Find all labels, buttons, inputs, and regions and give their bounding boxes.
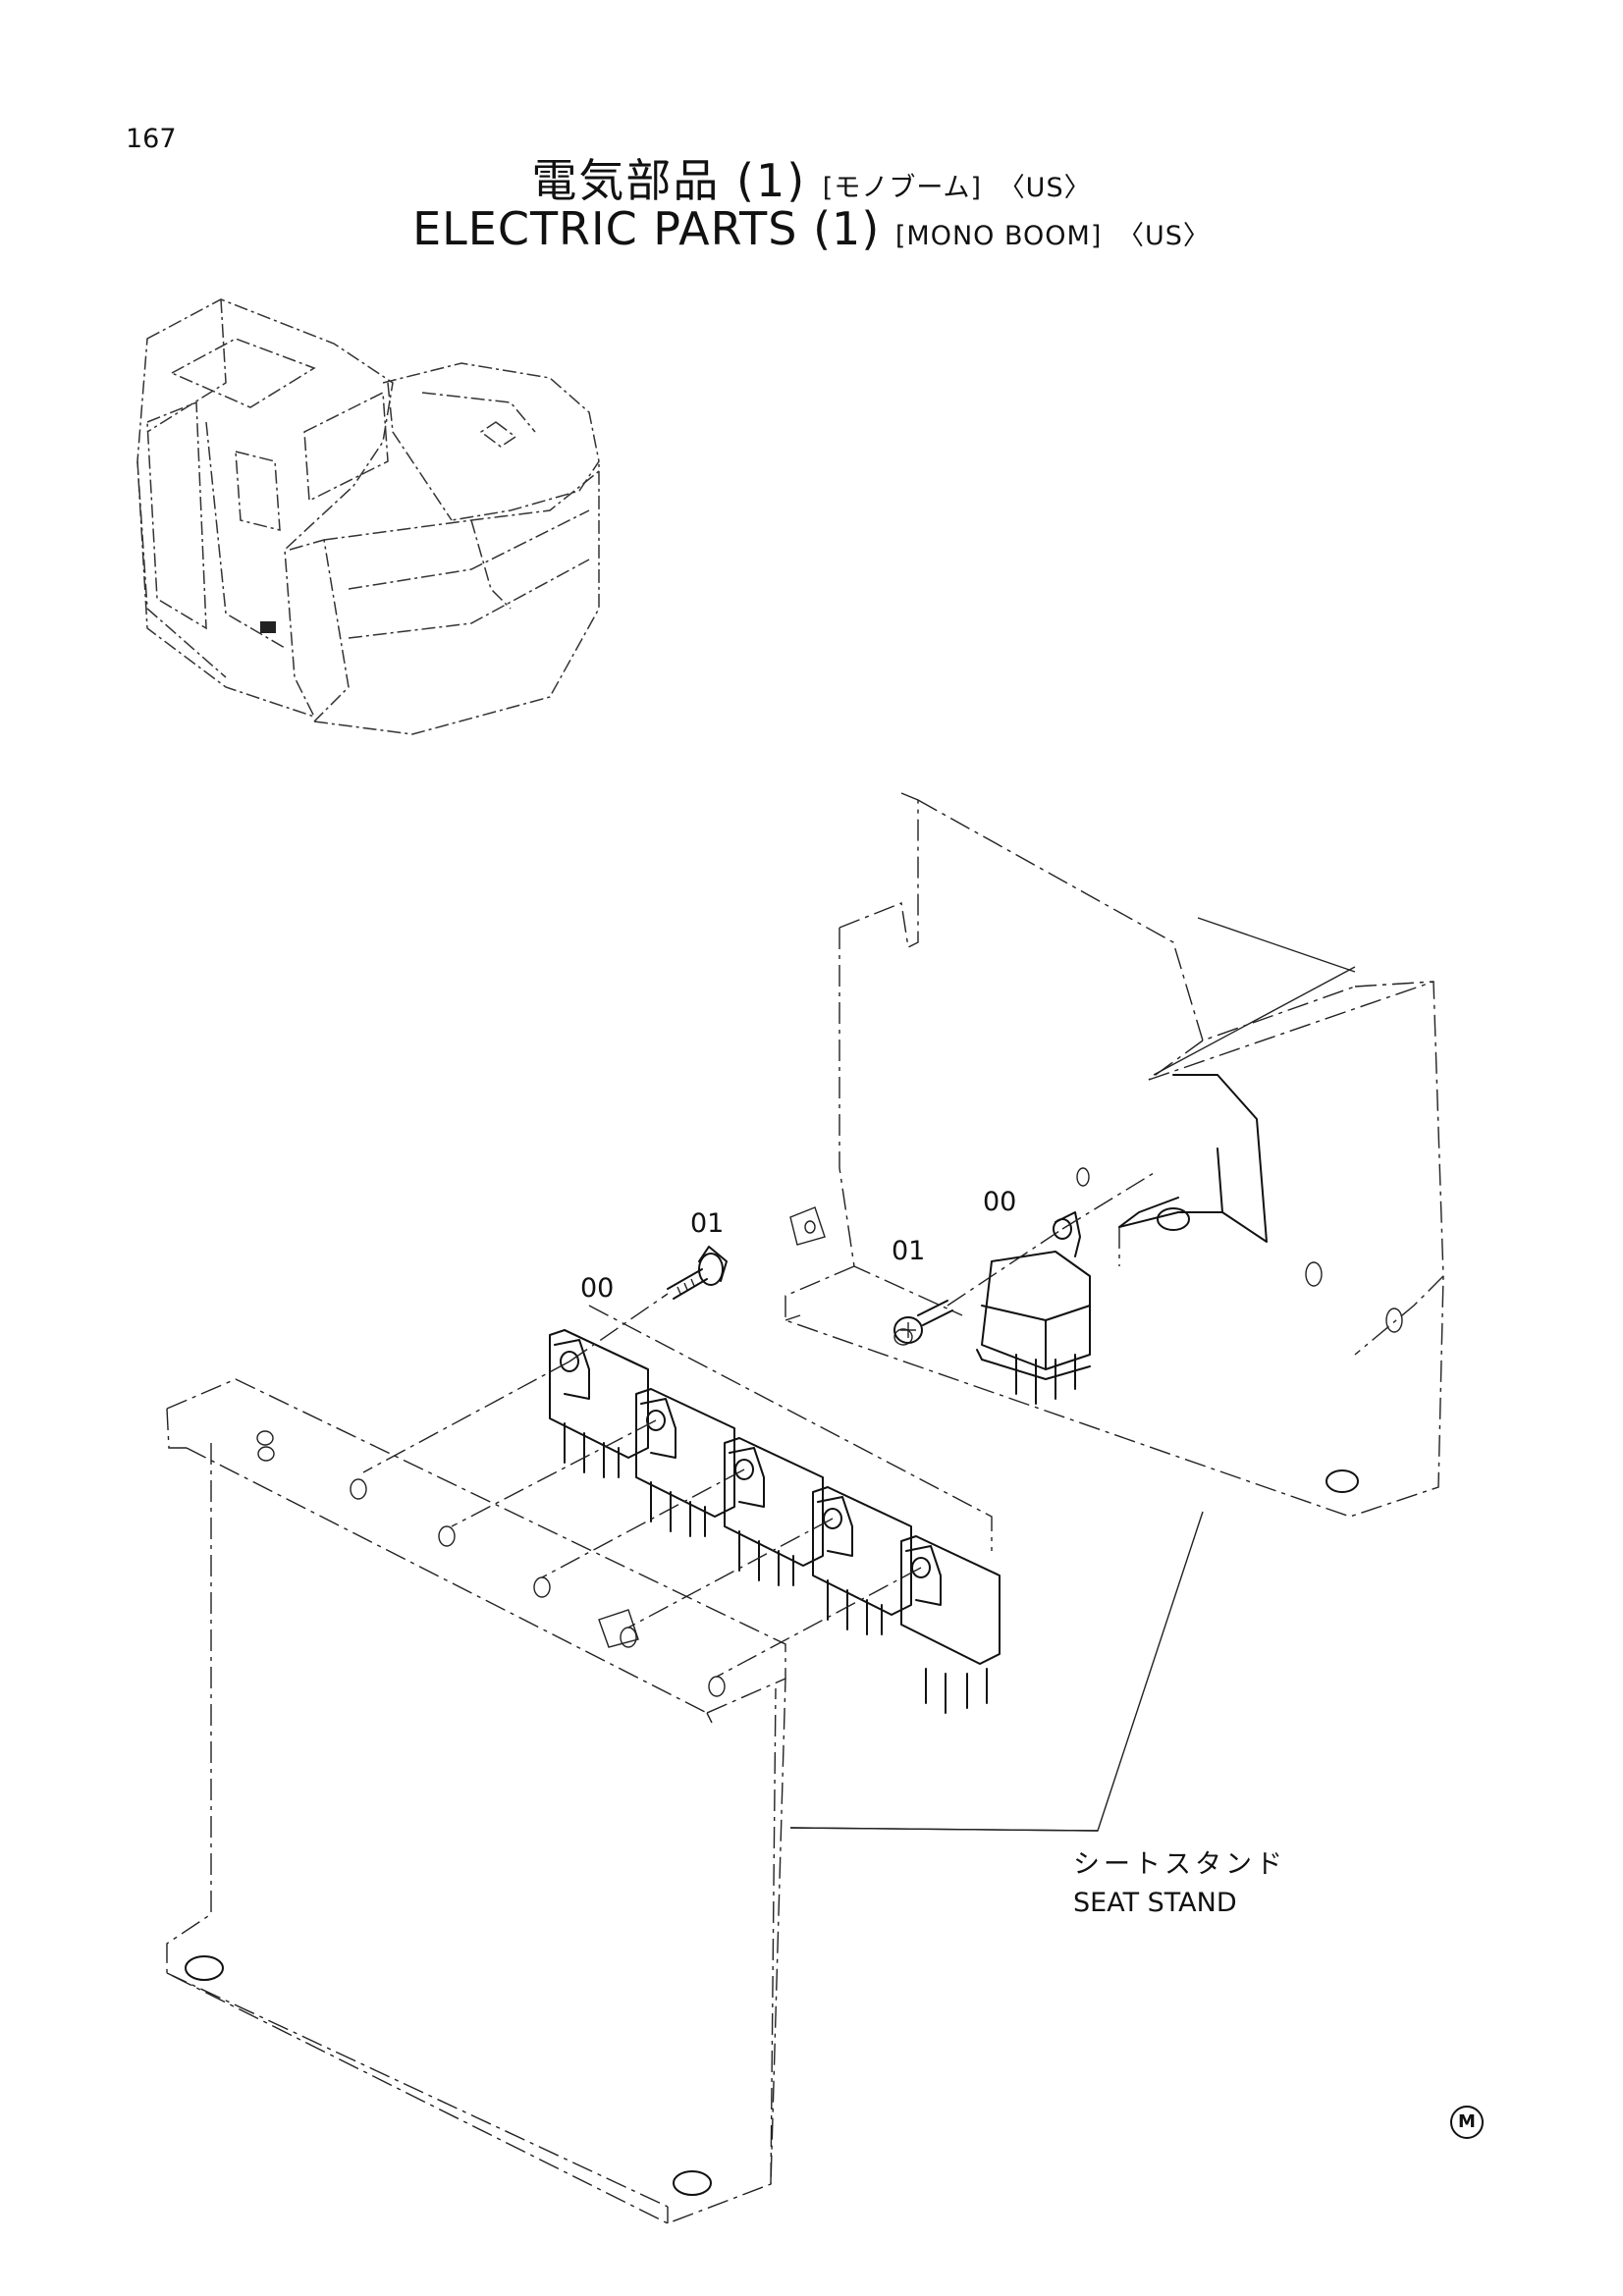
title-jp-main: 電気部品 (1): [531, 154, 807, 207]
callout-relay-right: 00: [983, 1187, 1016, 1217]
page-title-english: ELECTRIC PARTS (1) [MONO BOOM] 〈US〉: [0, 202, 1623, 255]
relay-mounting-plate: [588, 1305, 993, 1551]
machine-overview-illustration: [136, 298, 600, 735]
title-en-sub: [MONO BOOM]: [894, 221, 1103, 251]
title-en-main: ELECTRIC PARTS (1): [412, 202, 881, 255]
title-jp-region: 〈US〉: [998, 173, 1092, 203]
callout-relay-left: 00: [580, 1273, 614, 1304]
screw-right: [893, 1300, 953, 1344]
page-title-japanese: 電気部品 (1) [モノブーム] 〈US〉: [0, 145, 1623, 210]
seat-stand-label-jp: シートスタンド: [1073, 1849, 1286, 1880]
relay-3: [724, 1437, 824, 1586]
relay-right: [976, 1211, 1091, 1405]
relay-1: [549, 1329, 649, 1478]
screw-left: [667, 1246, 728, 1300]
alignment-lines: [362, 1172, 1204, 1832]
page-number: 167: [126, 124, 177, 154]
relay-5: [900, 1535, 1001, 1714]
relay-row-left: [549, 1329, 1001, 1714]
callout-screw-left: 01: [690, 1208, 724, 1239]
title-en-region: 〈US〉: [1117, 221, 1211, 251]
relay-4: [812, 1486, 912, 1635]
callout-screw-right: 01: [892, 1236, 925, 1266]
seat-stand-label-en: SEAT STAND: [1073, 1888, 1237, 1918]
relay-2: [635, 1388, 735, 1537]
title-jp-sub: [モノブーム]: [822, 173, 983, 203]
seat-stand-right-bracket: [784, 792, 1444, 1518]
corner-mark-icon: M: [1450, 2106, 1484, 2139]
